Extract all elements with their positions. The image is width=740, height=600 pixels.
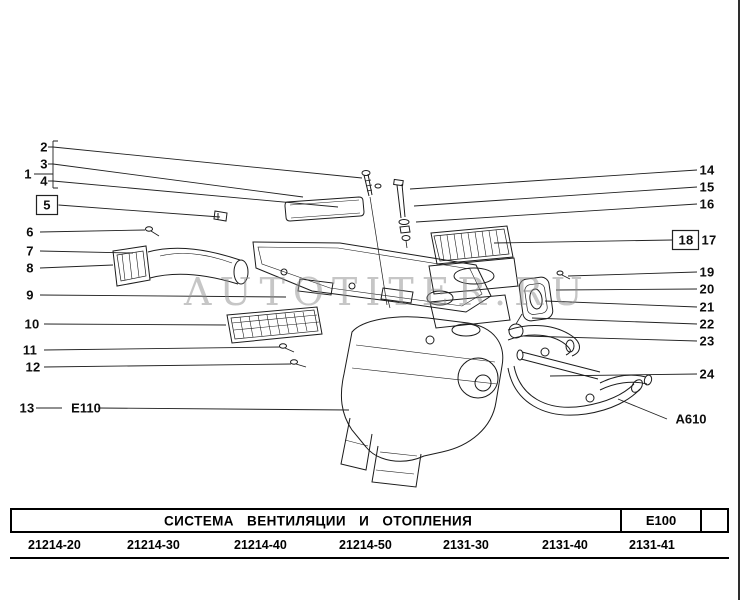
callout-22: 22 — [699, 316, 715, 332]
model-21214-20: 21214-20 — [28, 538, 81, 552]
callout-9: 9 — [26, 287, 34, 303]
vent-panel-strip — [284, 196, 365, 222]
callout-20: 20 — [699, 281, 715, 297]
callout-4: 4 — [40, 173, 48, 189]
callout-5-box — [35, 194, 59, 216]
fasteners-top — [361, 170, 411, 306]
model-21214-40: 21214-40 — [234, 538, 287, 552]
callout-23: 23 — [699, 333, 715, 349]
gasket-plate — [518, 270, 571, 322]
callout-21: 21 — [699, 299, 715, 315]
callout-14: 14 — [699, 162, 715, 178]
callout-3: 3 — [40, 156, 48, 172]
callout-19: 19 — [699, 264, 715, 280]
callout-24: 24 — [699, 366, 715, 382]
leader-lines — [34, 140, 698, 420]
callout-5: 5 — [43, 197, 51, 213]
model-2131-41: 2131-41 — [629, 538, 675, 552]
callout-2: 2 — [40, 139, 48, 155]
duct-screw — [145, 226, 160, 237]
vent-grille — [226, 306, 323, 344]
callout-13: 13 — [19, 400, 35, 416]
retaining-clip — [213, 210, 228, 222]
dashboard-panel — [252, 241, 492, 313]
assembly-code-e110: Е110 — [71, 400, 101, 416]
callout-16: 16 — [699, 196, 715, 212]
heater-hoses — [507, 313, 653, 416]
callout-12: 12 — [25, 359, 41, 375]
air-filter — [428, 225, 519, 295]
callout-17: 17 — [701, 232, 717, 248]
model-2131-30: 2131-30 — [443, 538, 489, 552]
diagram-title: СИСТЕМА ВЕНТИЛЯЦИИ И ОТОПЛЕНИЯ — [164, 513, 473, 528]
model-variants-row: 21214-20 21214-30 21214-40 21214-50 2131… — [10, 533, 729, 559]
section-code: Е100 — [645, 513, 677, 528]
callout-11: 11 — [22, 342, 38, 358]
section-code-cell: Е100 — [620, 510, 702, 531]
model-2131-40: 2131-40 — [542, 538, 588, 552]
assembly-code-a610: А610 — [675, 411, 707, 427]
scan-edge-artifact — [738, 0, 740, 600]
model-21214-50: 21214-50 — [339, 538, 392, 552]
callout-18: 18 — [678, 232, 694, 248]
heater-assembly — [340, 294, 511, 488]
footer-title-band: СИСТЕМА ВЕНТИЛЯЦИИ И ОТОПЛЕНИЯ Е100 — [10, 508, 729, 533]
air-duct — [112, 245, 249, 287]
callout-10: 10 — [24, 316, 40, 332]
grille-screws — [279, 343, 307, 368]
callout-7: 7 — [26, 243, 34, 259]
callout-8: 8 — [26, 260, 34, 276]
callout-15: 15 — [699, 179, 715, 195]
callout-6: 6 — [26, 224, 34, 240]
callout-18-box — [671, 229, 700, 251]
callout-1: 1 — [24, 166, 32, 182]
model-21214-30: 21214-30 — [127, 538, 180, 552]
